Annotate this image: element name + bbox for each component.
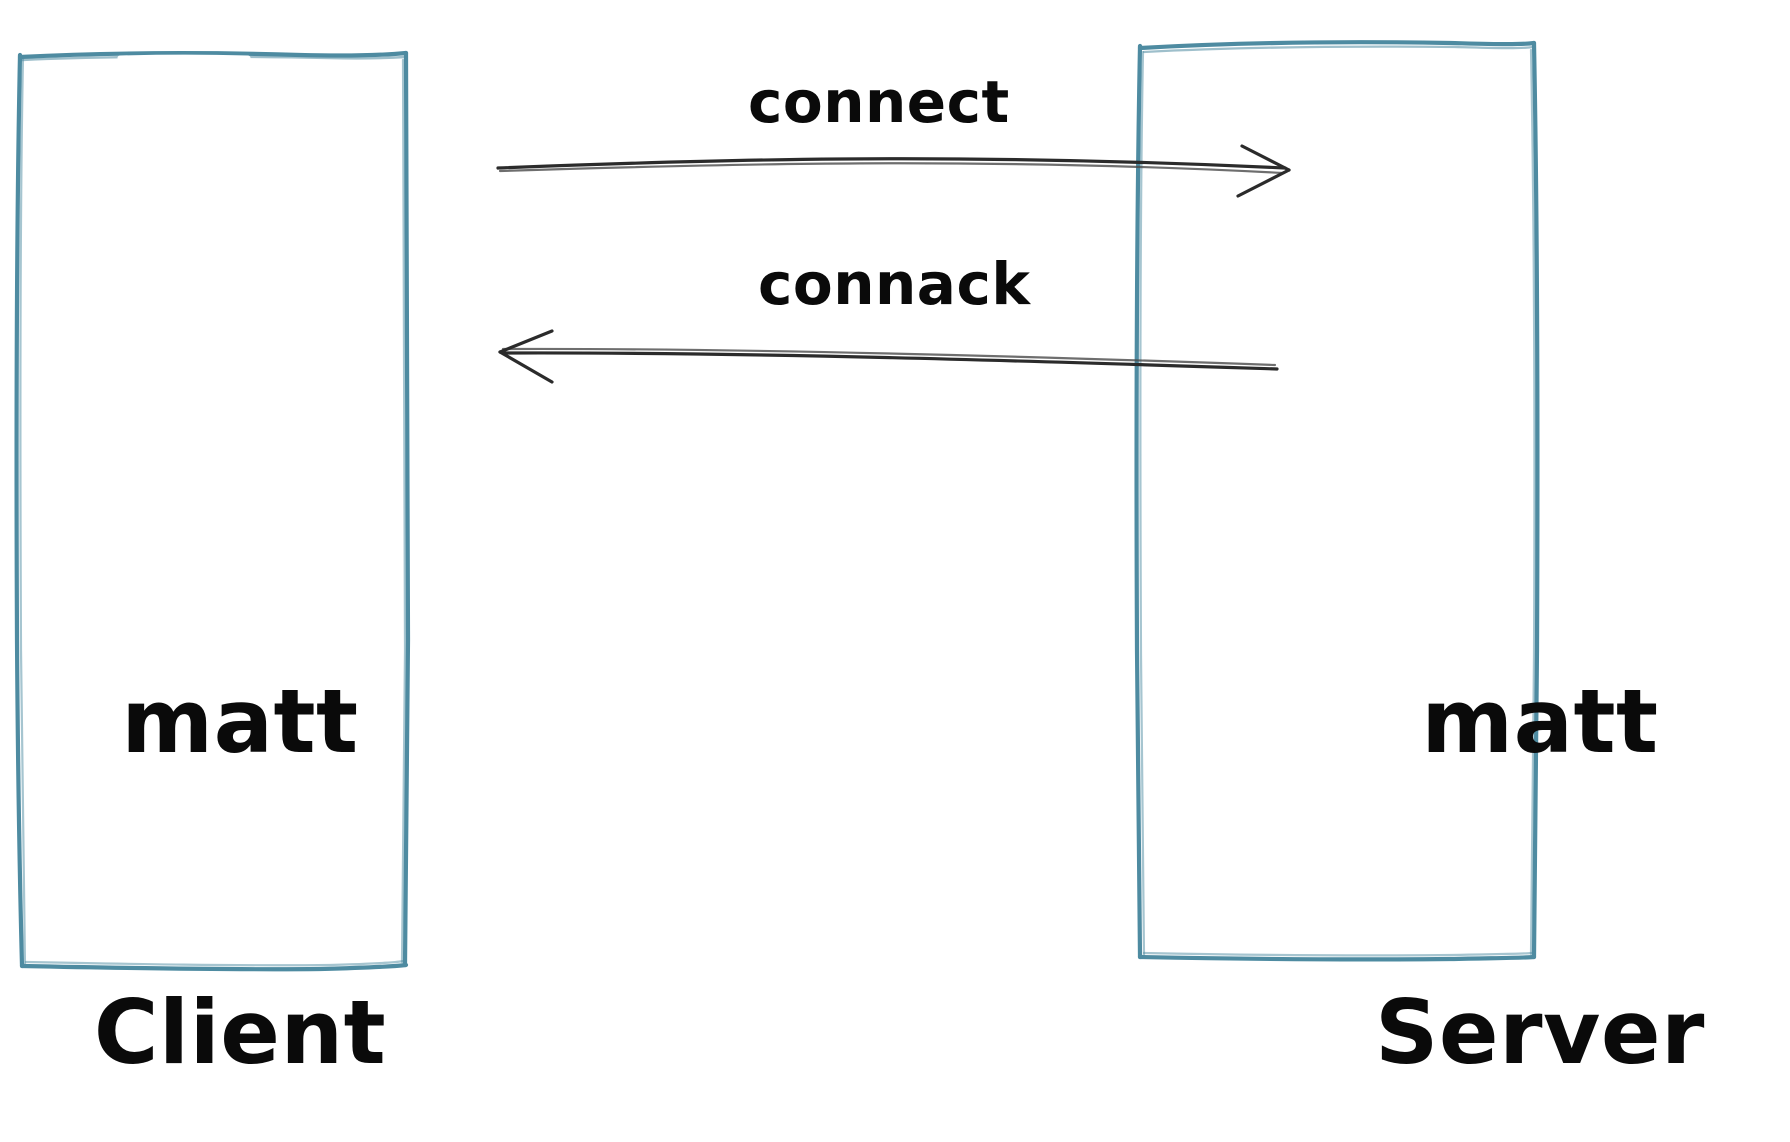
client-label-line-1: matt [121,669,359,773]
server-node-box[interactable] [1134,40,1540,962]
client-node-box[interactable] [14,50,411,972]
connack-arrow[interactable] [498,329,1279,384]
server-node-label: matt Server [1300,462,1780,1142]
client-label-line-2: Client [93,981,387,1085]
server-label-line-1: matt [1421,669,1659,773]
client-node-label: matt Client [10,462,470,1142]
server-label-line-2: Server [1375,981,1705,1085]
connack-edge-label: connack [758,250,1031,318]
connect-edge-label: connect [748,68,1010,136]
connect-arrow[interactable] [496,144,1291,198]
